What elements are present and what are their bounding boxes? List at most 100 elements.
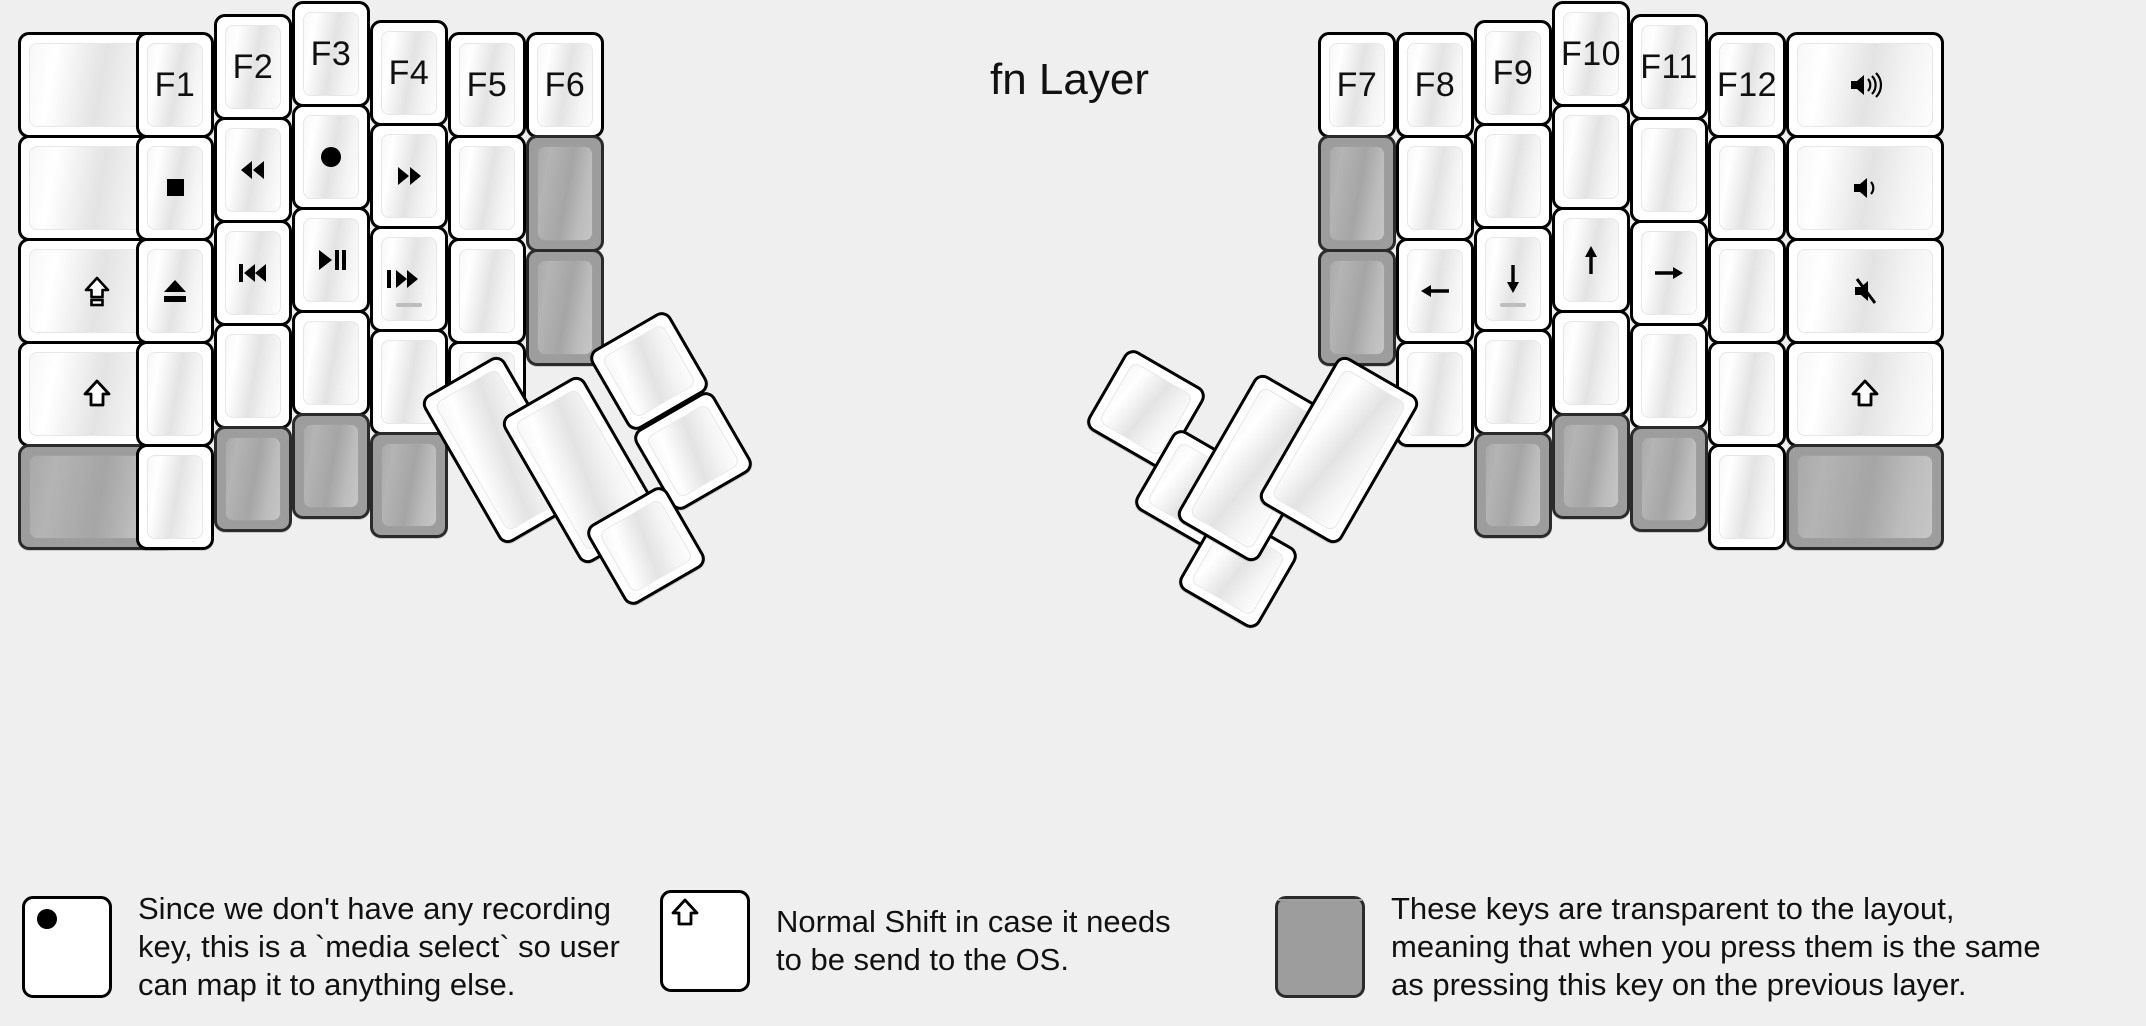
- keycap-face: [381, 443, 437, 527]
- column-4-ring-key-3[interactable]: [1552, 207, 1630, 313]
- column-3-middle-key-4[interactable]: [1474, 329, 1552, 435]
- column-6-pinky-outer-key-5[interactable]: [1708, 444, 1786, 550]
- keycap-face: [1407, 249, 1463, 333]
- legend-text-2: Normal Shift in case it needs to be send…: [776, 904, 1171, 977]
- column-4-ring-key-1[interactable]: F10: [1552, 1, 1630, 107]
- column-4-middle-key-1[interactable]: F3: [292, 1, 370, 107]
- fast-forward-icon: [387, 156, 431, 196]
- column-3-ring-key-3[interactable]: [214, 220, 292, 326]
- column-5-index-key-3[interactable]: [370, 226, 448, 332]
- legend-item-2: Normal Shift in case it needs to be send…: [660, 890, 1171, 992]
- stop-icon: [153, 168, 197, 208]
- keycap-face: [663, 893, 747, 933]
- column-6-pinky-outer-key-4[interactable]: [1708, 341, 1786, 447]
- key-label: F2: [232, 48, 274, 86]
- column-5-pinky-key-4[interactable]: [1630, 323, 1708, 429]
- column-6-index-inner-key-1[interactable]: F5: [448, 32, 526, 138]
- keycap-face: F12: [1717, 43, 1777, 127]
- column-3-middle-key-1[interactable]: F9: [1474, 20, 1552, 126]
- column-2-pinky-key-4[interactable]: [136, 341, 214, 447]
- column-7-outer-wide-key-5[interactable]: [1786, 444, 1944, 550]
- column-4-middle-key-4[interactable]: [292, 310, 370, 416]
- column-6-index-inner-key-2[interactable]: [448, 135, 526, 241]
- legend-text-1: Since we don't have any recording key, t…: [138, 891, 620, 1002]
- keycap-face: [225, 334, 281, 418]
- keycap-face: [381, 237, 437, 321]
- keycap-face: F6: [537, 43, 593, 127]
- column-6-pinky-outer-key-1[interactable]: F12: [1708, 32, 1786, 138]
- column-7-outer-wide-key-4[interactable]: [1786, 341, 1944, 447]
- keycap-face: [1563, 321, 1619, 405]
- column-5-pinky-key-3[interactable]: [1630, 220, 1708, 326]
- column-4-middle-key-2[interactable]: [292, 104, 370, 210]
- column-3-ring-key-4[interactable]: [214, 323, 292, 429]
- column-4-middle-key-5[interactable]: [292, 413, 370, 519]
- column-7-outer-wide-key-3[interactable]: [1786, 238, 1944, 344]
- keycap-face: [1563, 424, 1619, 508]
- column-2-pinky-key-5[interactable]: [136, 444, 214, 550]
- column-5-index-key-1[interactable]: F4: [370, 20, 448, 126]
- column-6-pinky-outer-key-3[interactable]: [1708, 238, 1786, 344]
- column-1-index-inner-key-2[interactable]: [1318, 135, 1396, 252]
- keycap-face: [303, 424, 359, 508]
- keycap-face: F11: [1640, 25, 1698, 109]
- column-7-outer-wide-key-2[interactable]: [1786, 135, 1944, 241]
- column-5-index-key-2[interactable]: [370, 123, 448, 229]
- column-5-index-key-5[interactable]: [370, 432, 448, 538]
- keycap-face: [1329, 260, 1385, 355]
- column-2-index-key-4[interactable]: [1396, 341, 1474, 447]
- column-5-pinky-key-2[interactable]: [1630, 117, 1708, 223]
- keycap-face: F10: [1561, 12, 1621, 96]
- column-3-middle-key-3[interactable]: [1474, 226, 1552, 332]
- keycap-face: F9: [1485, 31, 1541, 115]
- column-7-outer-wide-key-1[interactable]: [1786, 32, 1944, 138]
- key-label: F7: [1336, 66, 1378, 104]
- column-7-extra-key-2[interactable]: [526, 135, 604, 252]
- keycap-face: [1641, 128, 1697, 212]
- column-7-extra-key-1[interactable]: F6: [526, 32, 604, 138]
- column-3-ring-key-1[interactable]: F2: [214, 14, 292, 120]
- keycap-face: [225, 437, 281, 521]
- key-label: F11: [1640, 48, 1698, 86]
- legend-sample-key-1: [22, 895, 112, 998]
- column-2-index-key-2[interactable]: [1396, 135, 1474, 241]
- column-2-index-key-3[interactable]: [1396, 238, 1474, 344]
- shift-arrow-icon: [1843, 374, 1887, 414]
- keycap-face: F7: [1329, 43, 1385, 127]
- key-label: F8: [1414, 66, 1456, 104]
- column-3-ring-key-5[interactable]: [214, 426, 292, 532]
- column-2-pinky-key-2[interactable]: [136, 135, 214, 241]
- column-7-extra-key-3[interactable]: [526, 249, 604, 366]
- keycap-face: [459, 249, 515, 333]
- column-5-pinky-key-5[interactable]: [1630, 426, 1708, 532]
- column-3-ring-key-2[interactable]: [214, 117, 292, 223]
- keycap-face: [1797, 146, 1933, 230]
- column-4-ring-key-5[interactable]: [1552, 413, 1630, 519]
- prev-track-icon: [231, 253, 275, 293]
- column-3-middle-key-5[interactable]: [1474, 432, 1552, 538]
- column-6-pinky-outer-key-2[interactable]: [1708, 135, 1786, 241]
- key-label: F4: [388, 54, 430, 92]
- keycap-face: [1329, 146, 1385, 241]
- arrow-left-icon: [1413, 271, 1457, 311]
- column-1-index-inner-key-1[interactable]: F7: [1318, 32, 1396, 138]
- column-6-index-inner-key-3[interactable]: [448, 238, 526, 344]
- column-5-pinky-key-1[interactable]: F11: [1630, 14, 1708, 120]
- volume-up-icon: [1843, 65, 1887, 105]
- column-2-pinky-key-3[interactable]: [136, 238, 214, 344]
- column-1-index-inner-key-3[interactable]: [1318, 249, 1396, 366]
- keycap-face: [147, 249, 203, 333]
- keycap-face: [225, 231, 281, 315]
- column-3-middle-key-2[interactable]: [1474, 123, 1552, 229]
- keycap-face: [1641, 437, 1697, 521]
- column-4-ring-key-4[interactable]: [1552, 310, 1630, 416]
- column-4-middle-key-3[interactable]: [292, 207, 370, 313]
- record-icon: [25, 899, 109, 939]
- column-4-ring-key-2[interactable]: [1552, 104, 1630, 210]
- column-2-index-key-1[interactable]: F8: [1396, 32, 1474, 138]
- keycap-face: [537, 260, 593, 355]
- key-label: F1: [154, 66, 196, 104]
- eject-icon: [153, 271, 197, 311]
- column-2-pinky-key-1[interactable]: F1: [136, 32, 214, 138]
- keycap-face: [1407, 146, 1463, 230]
